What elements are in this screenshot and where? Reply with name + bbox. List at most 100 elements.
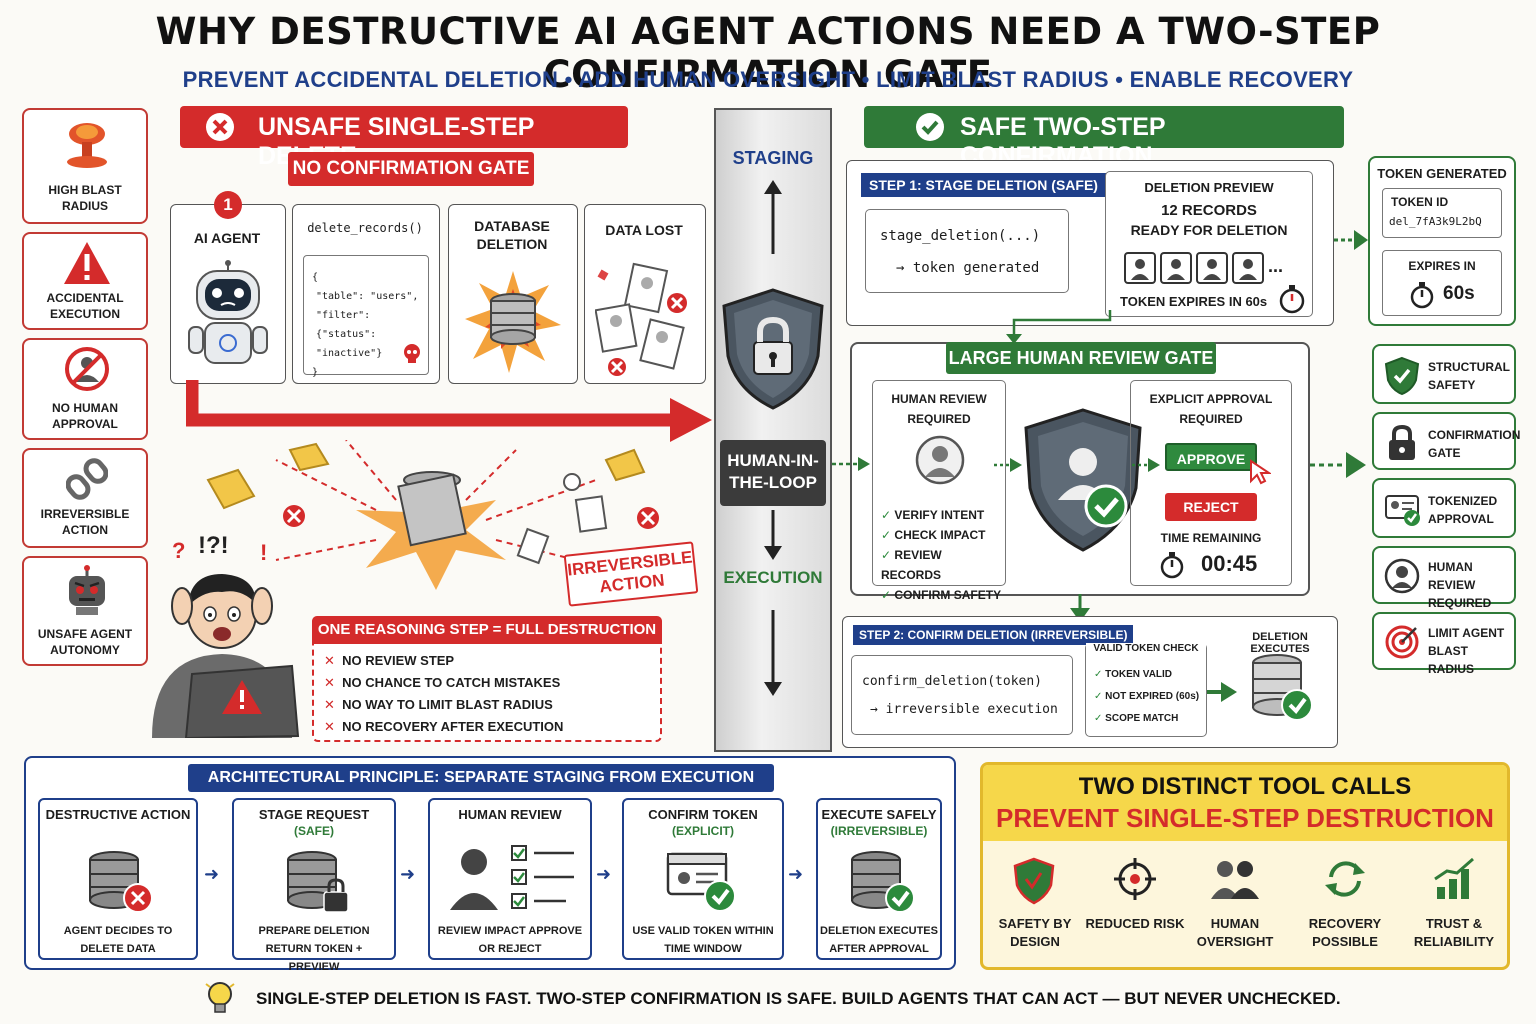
review-to-shield-arrow [994, 458, 1022, 472]
token-generated-card: TOKEN GENERATED TOKEN ID del_7fA3k9L2bQ … [1368, 156, 1516, 326]
pillar-up-arrow [764, 180, 782, 254]
database-deletion-label: DATABASE DELETION [474, 218, 550, 252]
benefit-label: TOKENIZED APPROVAL [1428, 494, 1498, 526]
token-check-title: VALID TOKEN CHECK [1086, 643, 1206, 654]
check-to-execute-arrow [1207, 682, 1237, 702]
human-review-gate: LARGE HUMAN REVIEW GATE HUMAN REVIEW REQ… [850, 342, 1310, 602]
token-check-box: VALID TOKEN CHECK ✓ TOKEN VALID ✓ NOT EX… [1085, 643, 1207, 737]
callout-line2: PREVENT SINGLE-STEP DESTRUCTION [996, 803, 1494, 833]
function-name: delete_records() [307, 221, 423, 235]
callout-item: REDUCED RISK [1083, 851, 1187, 961]
principle-step-title: STAGE REQUEST [258, 807, 370, 822]
destruction-item: ✕ NO REVIEW STEP [324, 653, 455, 668]
risk-label: UNSAFE AGENT AUTONOMY [37, 627, 133, 657]
gate-title: LARGE HUMAN REVIEW GATE [946, 342, 1216, 374]
principle-step-confirm: CONFIRM TOKEN (EXPLICIT) USE VALID TOKEN… [622, 798, 784, 960]
risk-card-autonomy: UNSAFE AGENT AUTONOMY [22, 556, 148, 666]
principle-step-stage: STAGE REQUEST (SAFE) PREPARE DELETION RE… [232, 798, 396, 973]
preview-title: DELETION PREVIEW [1144, 180, 1274, 195]
callout-item-label: SAFETY BY DESIGN [998, 916, 1072, 949]
principle-step-destructive: DESTRUCTIVE ACTION AGENT DECIDES TO DELE… [38, 798, 198, 960]
confirm-call: confirm_deletion(token) [862, 674, 1043, 689]
shield-check-icon [1384, 356, 1420, 396]
principle-step-sub: (SAFE) [294, 824, 334, 838]
close-circle-icon [206, 113, 234, 141]
review-check-item: ✓ REVIEW RECORDS [881, 548, 942, 582]
delete-records-card: delete_records() { "table": "users", "fi… [292, 204, 440, 384]
principle-step-desc: DELETION EXECUTES AFTER APPROVAL [820, 925, 938, 955]
destruction-list: ✕ NO REVIEW STEP ✕ NO CHANCE TO CATCH MI… [324, 650, 563, 738]
reject-button[interactable]: REJECT [1165, 493, 1257, 521]
approval-title: EXPLICIT APPROVAL REQUIRED [1149, 392, 1273, 426]
step2-panel: STEP 2: CONFIRM DELETION (IRREVERSIBLE) … [842, 616, 1338, 748]
risk-label: NO HUMAN APPROVAL [52, 401, 118, 431]
angry-robot-icon [69, 565, 105, 615]
benefit-card-confirmation: CONFIRMATION GATE [1372, 412, 1520, 470]
callout-item-label: TRUST & RELIABILITY [1413, 916, 1495, 949]
pillar-staging-label: STAGING [732, 148, 814, 168]
preview-expiry: TOKEN EXPIRES IN 60s [1120, 294, 1268, 309]
principle-step-title: EXECUTE SAFELY [821, 807, 937, 822]
recycle-icon [1325, 861, 1365, 897]
principle-arrow: ➜ [204, 864, 220, 884]
padlock-shield-icon [722, 288, 824, 410]
robot-icon [188, 260, 268, 364]
stopwatch-icon [1279, 285, 1305, 314]
principle-step-title: DESTRUCTIVE ACTION [45, 807, 191, 822]
principle-step-desc: AGENT DECIDES TO DELETE DATA [63, 925, 173, 955]
step1-to-gate-arrow [1006, 310, 1112, 344]
approval-shield-icon [1024, 408, 1142, 552]
preview-ready: READY FOR DELETION [1130, 222, 1288, 238]
no-human-icon [65, 347, 109, 391]
preview-more: ... [1268, 256, 1284, 276]
database-check-icon [1252, 654, 1313, 721]
check-circle-icon [916, 113, 944, 141]
principle-title: ARCHITECTURAL PRINCIPLE: SEPARATE STAGIN… [188, 764, 774, 792]
callout-item-label: RECOVERY POSSIBLE [1308, 916, 1382, 949]
ai-agent-card: 1 AI AGENT [170, 191, 286, 384]
warning-icon [64, 242, 110, 284]
benefit-card-tokenized: TOKENIZED APPROVAL [1372, 478, 1516, 538]
principle-step-desc: PREPARE DELETION RETURN TOKEN + PREVIEW [258, 925, 370, 973]
token-check-item: ✓ SCOPE MATCH [1094, 713, 1179, 724]
step-number-badge: 1 [214, 191, 242, 219]
principle-step-sub: (EXPLICIT) [672, 824, 734, 838]
confirm-call-box: confirm_deletion(token) → irreversible e… [851, 655, 1073, 735]
callout-line1: TWO DISTINCT TOOL CALLS [1078, 773, 1412, 800]
stopwatch-icon [1410, 282, 1434, 309]
principle-step-sub: (IRREVERSIBLE) [830, 824, 928, 838]
benefit-label: LIMIT AGENT BLAST RADIUS [1428, 626, 1505, 676]
data-lost-label: DATA LOST [605, 222, 683, 238]
principle-arrow: ➜ [596, 864, 612, 884]
approve-button[interactable]: APPROVE [1165, 443, 1257, 471]
center-pillar: STAGING HUMAN-IN-THE-LOOP EXECUTION [714, 108, 832, 752]
shield-icon [1013, 857, 1055, 905]
no-gate-banner: NO CONFIRMATION GATE [288, 152, 534, 186]
benefit-card-structural: STRUCTURAL SAFETY [1372, 344, 1516, 404]
lost-documents-icon [595, 262, 687, 376]
destruction-item: ✕ NO CHANCE TO CATCH MISTAKES [324, 675, 561, 690]
destruction-item: ✕ NO RECOVERY AFTER EXECUTION [324, 719, 564, 734]
token-card-icon [666, 852, 736, 912]
destruction-panel: ONE REASONING STEP = FULL DESTRUCTION ✕ … [312, 616, 662, 742]
risk-label: IRREVERSIBLE ACTION [40, 507, 130, 537]
step1-title: STEP 1: STAGE DELETION (SAFE) [861, 173, 1106, 197]
destruction-title: ONE REASONING STEP = FULL DESTRUCTION [312, 616, 662, 644]
unsafe-banner: UNSAFE SINGLE-STEP DELETE [180, 106, 628, 170]
pillar-execution-label: EXECUTION [723, 568, 823, 587]
principle-step-execute: EXECUTE SAFELY (IRREVERSIBLE) DELETION E… [816, 798, 942, 960]
callout-item: HUMAN OVERSIGHT [1183, 851, 1287, 961]
svg-text:?: ? [172, 538, 185, 563]
database-deletion-card: DATABASE DELETION [448, 204, 578, 384]
ai-agent-label: AI AGENT [193, 230, 261, 246]
review-check-item: ✓ VERIFY INTENT [881, 508, 985, 522]
deletion-executes-label: DELETION EXECUTES [1250, 631, 1310, 655]
safe-banner: SAFE TWO-STEP CONFIRMATION [864, 106, 1344, 170]
pillar-down-arrow [764, 610, 782, 696]
callout-item: SAFETY BY DESIGN [983, 851, 1087, 961]
benefit-card-human-review: HUMAN REVIEW REQUIRED [1372, 546, 1516, 610]
principle-step-title: CONFIRM TOKEN [648, 807, 758, 822]
code-block: { "table": "users", "filter": {"status":… [303, 255, 429, 378]
principle-step-desc: REVIEW IMPACT APPROVE OR REJECT [437, 925, 583, 955]
benefit-card-blast-radius: LIMIT AGENT BLAST RADIUS [1372, 612, 1516, 676]
